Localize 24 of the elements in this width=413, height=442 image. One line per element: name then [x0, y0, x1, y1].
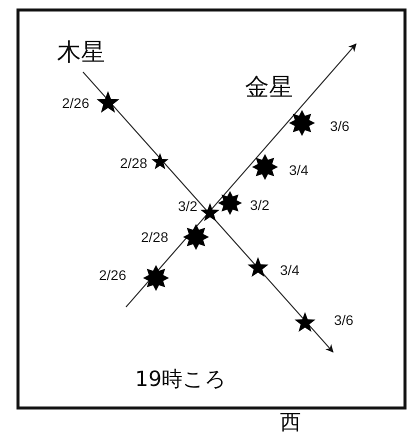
date-label: 3/2 [250, 198, 270, 212]
star-marker [218, 191, 242, 215]
star-marker [252, 154, 278, 180]
star-marker [151, 153, 169, 171]
date-label: 2/28 [120, 156, 148, 170]
date-label: 2/28 [141, 230, 168, 244]
date-label: 3/6 [330, 119, 350, 133]
time-note: 19時ころ [135, 369, 227, 390]
star-marker [289, 110, 315, 136]
date-label: 3/6 [334, 313, 354, 327]
planet-name: 木星 [57, 40, 105, 64]
star-marker [247, 257, 269, 279]
star-marker [96, 91, 120, 115]
star-marker [294, 312, 316, 334]
date-label: 2/26 [62, 96, 90, 110]
star-marker [143, 265, 169, 291]
direction-label: 西 [280, 412, 301, 433]
date-label: 3/4 [280, 263, 300, 277]
date-label: 3/4 [289, 163, 308, 177]
date-label: 2/26 [99, 268, 126, 282]
star-marker [200, 203, 220, 223]
date-label: 3/2 [178, 199, 198, 213]
planet-name: 金星 [245, 75, 293, 99]
star-marker [183, 224, 209, 250]
